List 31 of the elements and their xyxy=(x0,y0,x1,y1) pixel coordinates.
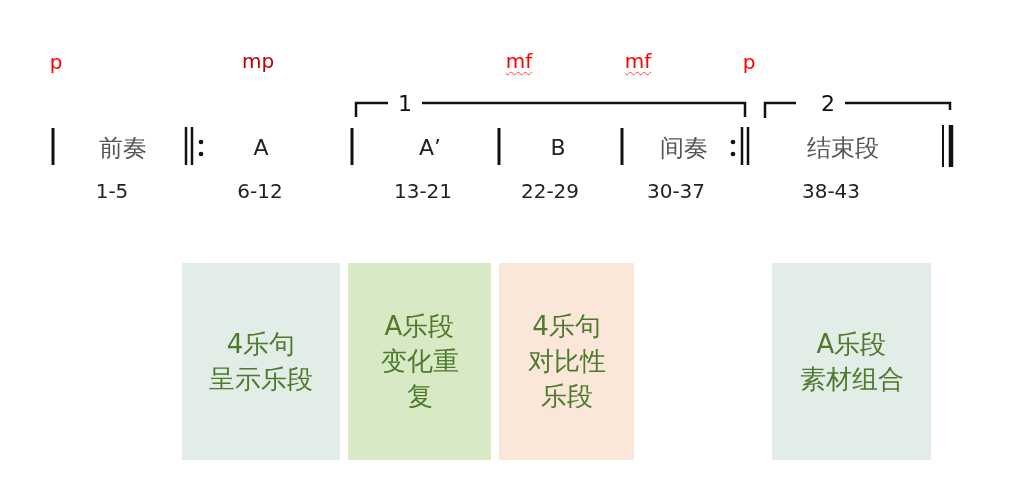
measure-range: 30-37 xyxy=(646,179,706,203)
measure-range: 1-5 xyxy=(95,179,129,203)
section-name: A’ xyxy=(419,134,441,162)
section-box xyxy=(348,263,491,460)
section-description: 变化重复 xyxy=(379,345,460,413)
section-name: 前奏 xyxy=(99,133,147,163)
section-heading: A乐段 xyxy=(816,327,887,361)
ending-number: 1 xyxy=(398,90,412,118)
section-heading: A乐段 xyxy=(384,310,455,343)
section-description: 对比性乐段 xyxy=(526,345,607,413)
section-box xyxy=(182,263,340,460)
ending-number: 2 xyxy=(821,90,835,118)
section-name: 结束段 xyxy=(807,133,879,163)
measure-range: 6-12 xyxy=(237,179,283,203)
dynamic-marking: p xyxy=(49,50,63,74)
section-description: 呈示乐段 xyxy=(209,362,313,396)
section-heading: 4乐句 xyxy=(532,310,601,343)
section-box xyxy=(772,263,931,460)
section-name: B xyxy=(550,134,566,162)
measure-range: 13-21 xyxy=(393,179,453,203)
section-name: 间奏 xyxy=(660,133,708,163)
dynamic-marking: p xyxy=(742,50,756,74)
section-description: 素材组合 xyxy=(799,362,904,396)
dynamic-marking: mp xyxy=(241,49,275,73)
measure-range: 38-43 xyxy=(801,179,861,203)
measure-range: 22-29 xyxy=(520,179,580,203)
dynamic-marking: mf xyxy=(505,49,533,73)
section-heading: 4乐句 xyxy=(226,327,296,361)
section-name: A xyxy=(253,134,269,162)
dynamic-marking: mf xyxy=(624,49,652,73)
section-box xyxy=(499,263,634,460)
